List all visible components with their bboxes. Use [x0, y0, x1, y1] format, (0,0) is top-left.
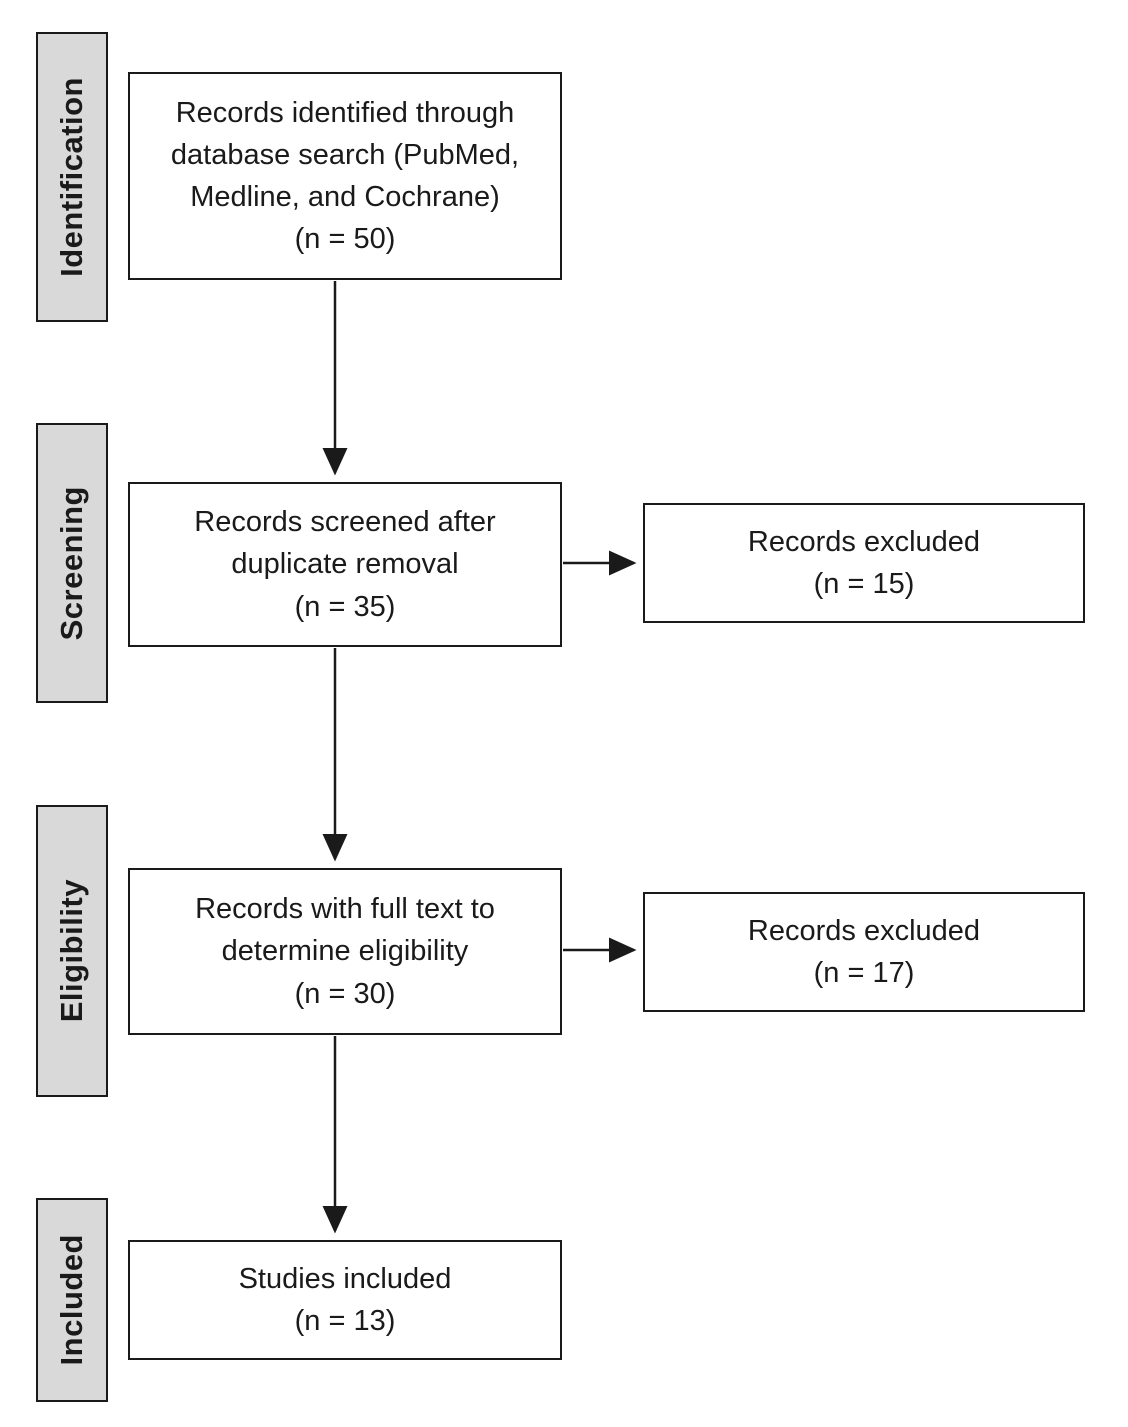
box-fulltext-eligibility-text: Records with full text to determine elig… — [195, 893, 495, 1010]
stage-label-included: Included — [36, 1198, 108, 1402]
box-studies-included-text: Studies included (n = 13) — [238, 1262, 452, 1337]
box-fulltext-eligibility: Records with full text to determine elig… — [128, 868, 562, 1035]
box-records-identified-text: Records identified through database sear… — [170, 96, 520, 256]
stage-label-included-text: Included — [54, 1234, 89, 1366]
box-records-excluded-eligibility: Records excluded (n = 17) — [643, 892, 1085, 1012]
box-records-screened: Records screened after duplicate removal… — [128, 482, 562, 647]
box-records-excluded-screening-text: Records excluded (n = 15) — [747, 525, 981, 600]
box-records-excluded-eligibility-text: Records excluded (n = 17) — [747, 914, 981, 989]
stage-label-eligibility: Eligibility — [36, 805, 108, 1097]
box-records-excluded-screening: Records excluded (n = 15) — [643, 503, 1085, 623]
stage-label-identification: Identification — [36, 32, 108, 322]
box-studies-included: Studies included (n = 13) — [128, 1240, 562, 1360]
box-records-screened-text: Records screened after duplicate removal… — [194, 506, 496, 623]
box-records-identified: Records identified through database sear… — [128, 72, 562, 280]
stage-label-identification-text: Identification — [54, 77, 89, 277]
stage-label-screening-text: Screening — [54, 485, 89, 641]
stage-label-screening: Screening — [36, 423, 108, 703]
stage-label-eligibility-text: Eligibility — [54, 879, 89, 1023]
